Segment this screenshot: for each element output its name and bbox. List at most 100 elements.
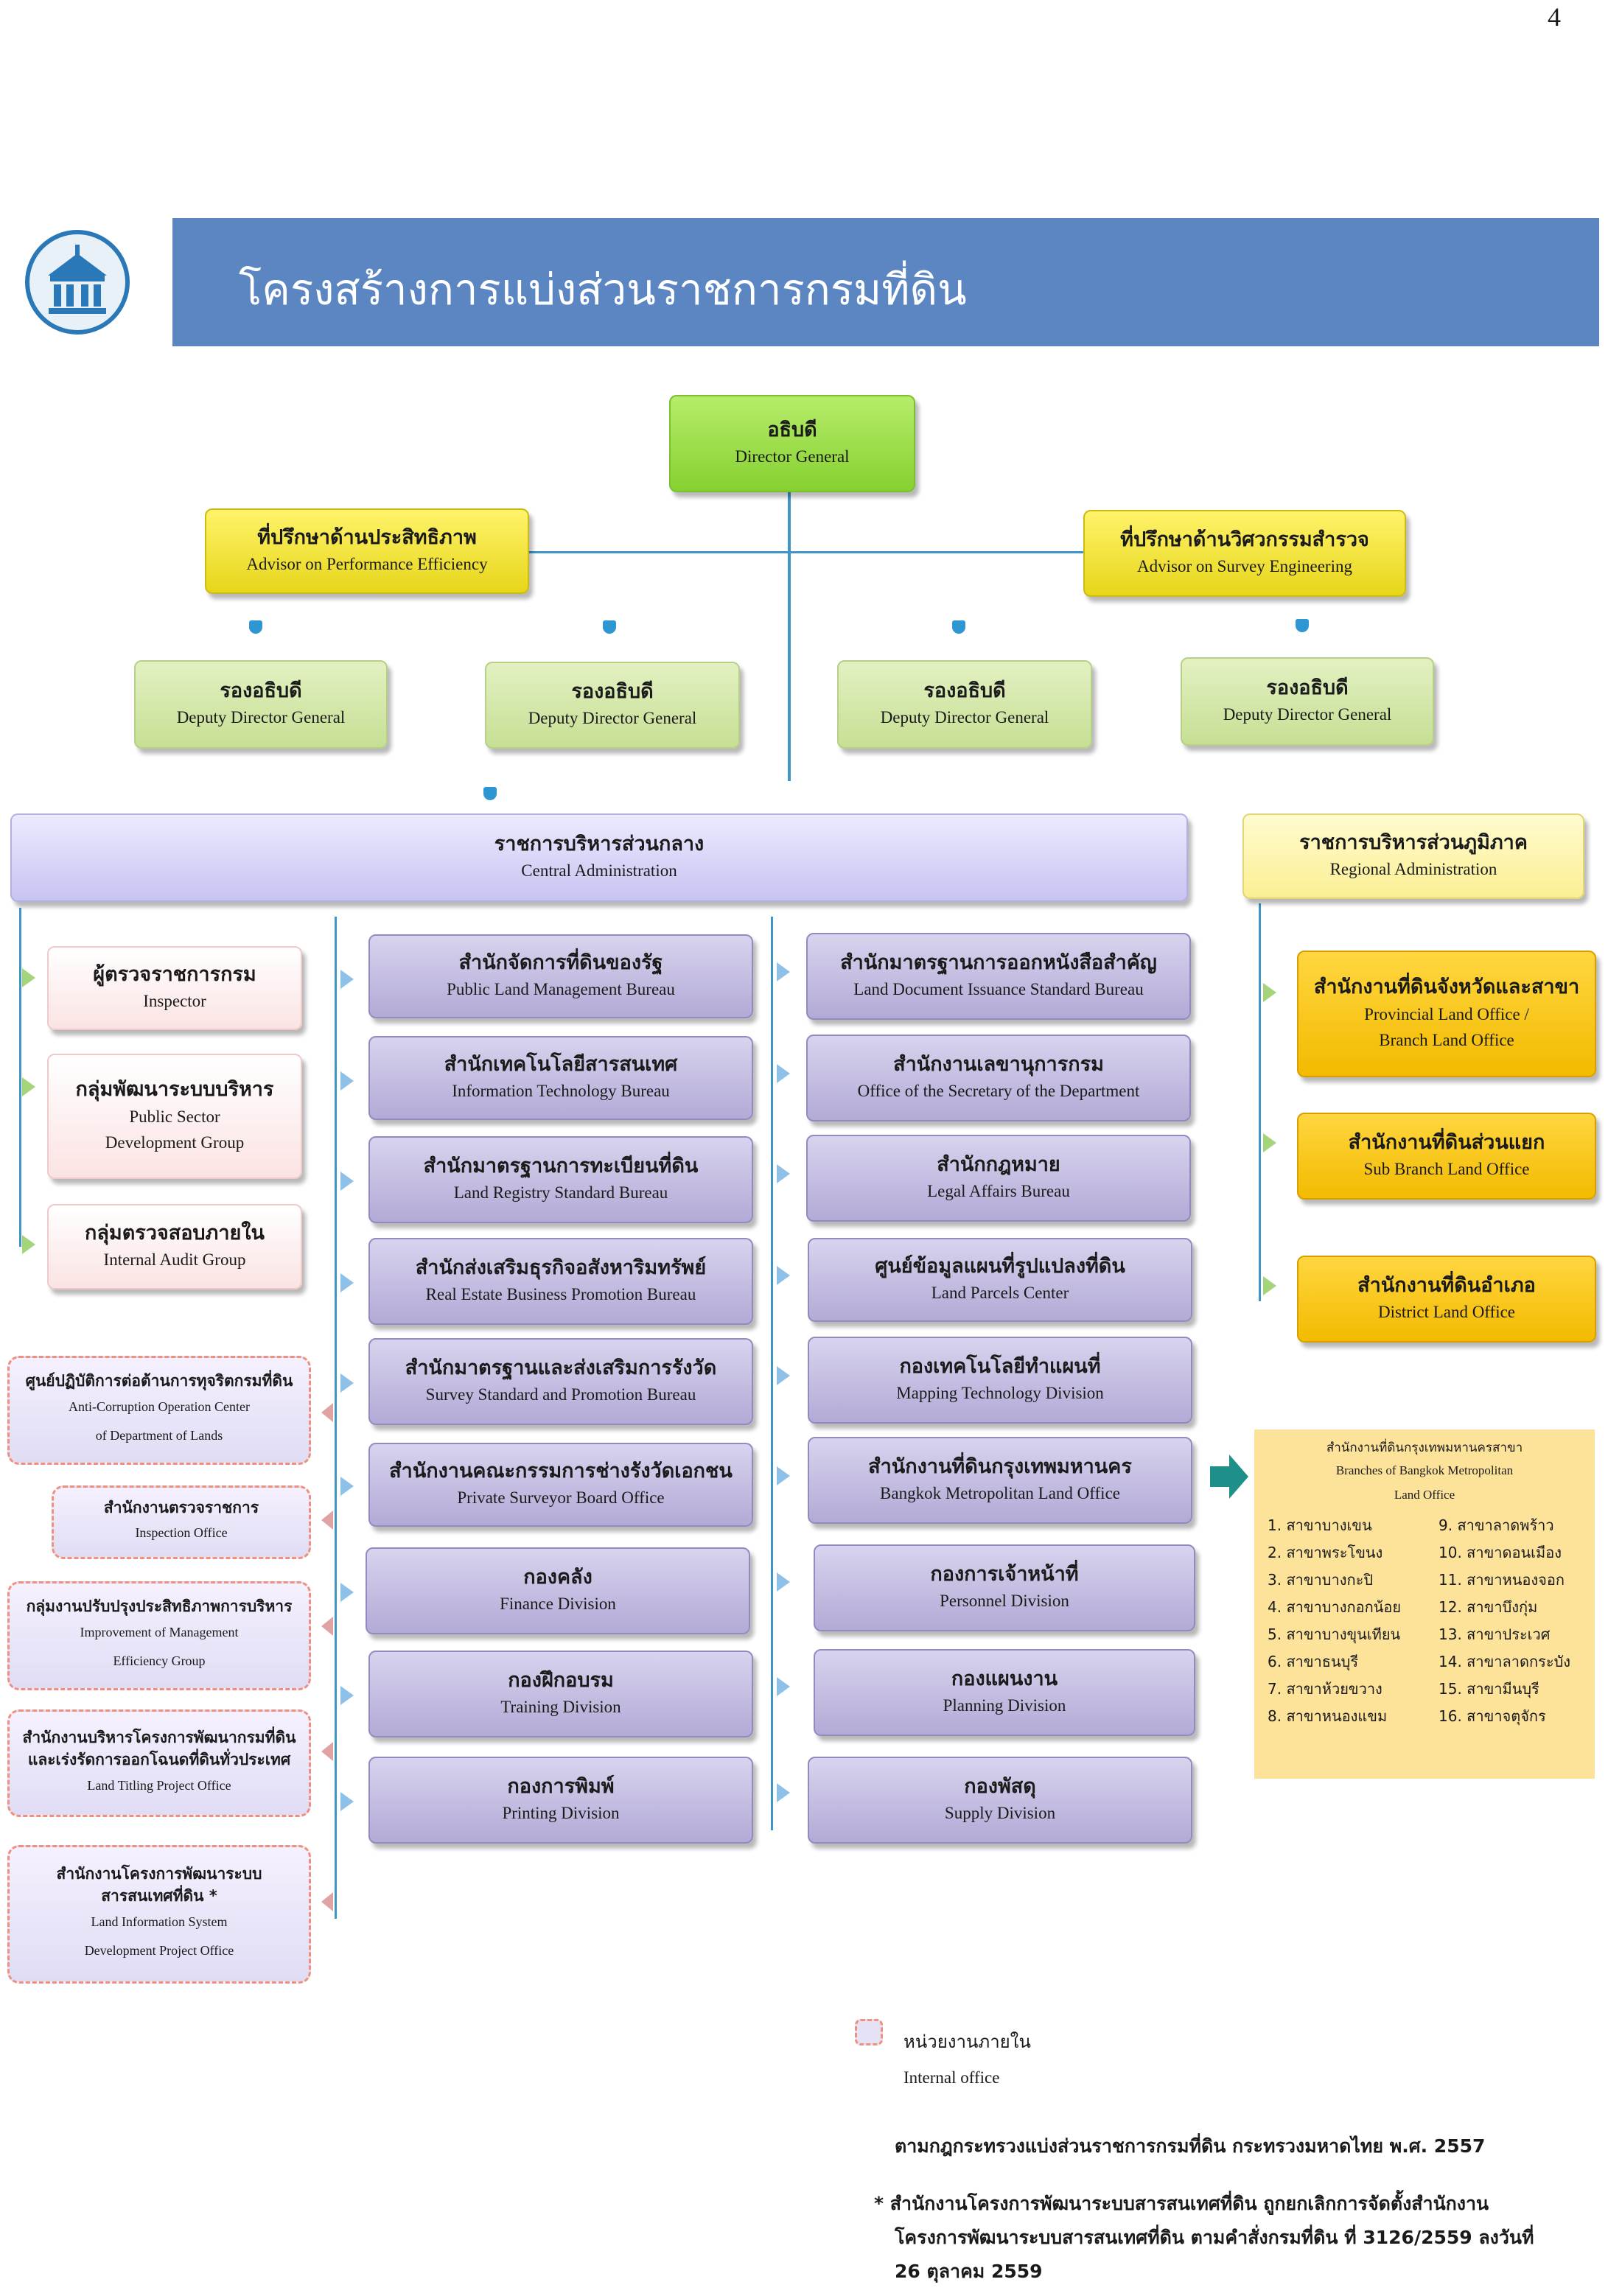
legend-swatch: [855, 2019, 883, 2045]
provincial-land-office-en1: Provincial Land Office /: [1364, 1004, 1529, 1023]
survey-standard-box: สำนักมาตรฐานและส่งเสริมการรังวัด Survey …: [368, 1338, 753, 1425]
footnote-line-2: โครงการพัฒนาระบบสารสนเทศที่ดิน ตามคำสั่ง…: [895, 2227, 1534, 2248]
land-document-issuance-box: สำนักมาตรฐานการออกหนังสือสำคัญ Land Docu…: [806, 933, 1191, 1020]
land-titling-project-th1: สำนักงานบริหารโครงการพัฒนากรมที่ดิน: [22, 1728, 296, 1746]
deputy-director-box: รองอธิบดี Deputy Director General: [837, 660, 1092, 749]
pointer-icon: [22, 1077, 35, 1096]
deputy-director-en: Deputy Director General: [176, 708, 346, 727]
pointer-icon: [22, 968, 35, 987]
land-information-system-th2: สารสนเทศที่ดิน *: [101, 1887, 217, 1905]
land-registry-standard-en: Land Registry Standard Bureau: [453, 1183, 668, 1203]
finance-division-box: กองคลัง Finance Division: [366, 1547, 750, 1634]
deputy-director-en: Deputy Director General: [528, 709, 697, 728]
internal-audit-box: กลุ่มตรวจสอบภายใน Internal Audit Group: [47, 1204, 302, 1289]
management-efficiency-th: กลุ่มงานปรับปรุงประสิทธิภาพการบริหาร: [26, 1597, 293, 1616]
list-item: 8. สาขาหนองแขม: [1268, 1707, 1388, 1725]
land-information-system-th1: สำนักงานโครงการพัฒนาระบบ: [56, 1864, 262, 1883]
inspection-office-th: สำนักงานตรวจราชการ: [103, 1498, 259, 1516]
legal-basis-note: ตามกฎกระทรวงแบ่งส่วนราชการกรมที่ดิน กระท…: [895, 2135, 1486, 2157]
connector-tab: [603, 620, 616, 634]
public-sector-development-box: กลุ่มพัฒนาระบบบริหาร Public Sector Devel…: [47, 1054, 302, 1179]
list-item: 6. สาขาธนบุรี: [1268, 1653, 1359, 1670]
central-administration-box: ราชการบริหารส่วนกลาง Central Administrat…: [10, 813, 1188, 902]
legend-en: Internal office: [903, 2068, 1000, 2087]
anti-corruption-center-th: ศูนย์ปฏิบัติการต่อต้านการทุจริตกรมที่ดิน: [25, 1372, 293, 1390]
list-item: 14. สาขาลาดกระบัง: [1439, 1653, 1571, 1670]
connector-tab: [952, 620, 965, 634]
page-title: โครงสร้างการแบ่งส่วนราชการกรมที่ดิน: [239, 265, 967, 315]
inspector-th: ผู้ตรวจราชการกรม: [93, 962, 256, 986]
training-division-th: กองฝึกอบรม: [508, 1668, 614, 1692]
management-efficiency-box: กลุ่มงานปรับปรุงประสิทธิภาพการบริหาร Imp…: [7, 1581, 311, 1690]
inspection-office-en: Inspection Office: [135, 1525, 228, 1541]
legal-affairs-en: Legal Affairs Bureau: [927, 1182, 1070, 1201]
land-document-issuance-en: Land Document Issuance Standard Bureau: [853, 980, 1144, 999]
printing-division-th: กองการพิมพ์: [507, 1774, 615, 1798]
management-efficiency-en1: Improvement of Management: [80, 1624, 239, 1639]
inspector-en: Inspector: [143, 992, 206, 1011]
pointer-icon: [22, 1235, 35, 1254]
district-land-office-th: สำนักงานที่ดินอำเภอ: [1357, 1273, 1536, 1297]
planning-division-th: กองแผนงาน: [951, 1667, 1058, 1690]
anti-corruption-center-box: ศูนย์ปฏิบัติการต่อต้านการทุจริตกรมที่ดิน…: [7, 1356, 311, 1465]
pointer-icon: [321, 1742, 333, 1761]
office-of-secretary-th: สำนักงานเลขานุการกรม: [893, 1052, 1104, 1076]
deputy-director-th: รองอธิบดี: [571, 679, 654, 703]
list-item: 2. สาขาพระโขนง: [1268, 1544, 1383, 1561]
pointer-icon: [340, 970, 354, 989]
director-general-en: Director General: [735, 447, 850, 466]
printing-division-en: Printing Division: [502, 1804, 620, 1823]
district-land-office-en: District Land Office: [1377, 1303, 1516, 1322]
pointer-icon: [340, 1172, 354, 1191]
advisor-survey-box: ที่ปรึกษาด้านวิศวกรรมสำรวจ Advisor on Su…: [1083, 510, 1406, 597]
land-registry-standard-box: สำนักมาตรฐานการทะเบียนที่ดิน Land Regist…: [368, 1136, 753, 1223]
provincial-land-office-th: สำนักงานที่ดินจังหวัดและสาขา: [1313, 976, 1580, 999]
regional-administration-th: ราชการบริหารส่วนภูมิภาค: [1299, 830, 1528, 854]
department-of-lands-logo-icon: [25, 230, 130, 335]
pointer-icon: [1263, 1276, 1276, 1295]
sub-branch-land-office-th: สำนักงานที่ดินส่วนแยก: [1348, 1130, 1545, 1154]
connector-line: [788, 492, 791, 781]
list-item: 3. สาขาบางกะปิ: [1268, 1571, 1374, 1589]
pointer-icon: [340, 1792, 354, 1811]
pointer-icon: [321, 1892, 333, 1911]
land-parcels-center-en: Land Parcels Center: [931, 1284, 1069, 1303]
deputy-director-box: รองอธิบดี Deputy Director General: [485, 662, 740, 749]
printing-division-box: กองการพิมพ์ Printing Division: [368, 1757, 753, 1844]
list-item: 12. สาขาบึงกุ่ม: [1439, 1598, 1538, 1616]
public-land-management-en: Public Land Management Bureau: [447, 980, 675, 999]
pointer-icon: [777, 1572, 790, 1592]
land-titling-project-box: สำนักงานบริหารโครงการพัฒนากรมที่ดิน และเ…: [7, 1709, 311, 1817]
list-item: 11. สาขาหนองจอก: [1439, 1571, 1565, 1589]
private-surveyor-board-en: Private Surveyor Board Office: [457, 1488, 665, 1508]
regional-administration-en: Regional Administration: [1329, 860, 1497, 879]
pointer-icon: [1263, 1133, 1276, 1152]
advisor-survey-en: Advisor on Survey Engineering: [1137, 557, 1352, 576]
land-titling-project-en: Land Titling Project Office: [87, 1777, 231, 1793]
pointer-icon: [777, 1366, 790, 1385]
land-document-issuance-th: สำนักมาตรฐานการออกหนังสือสำคัญ: [840, 951, 1157, 974]
anti-corruption-center-en1: Anti-Corruption Operation Center: [69, 1399, 250, 1414]
bangkok-branches-right-list: 9. สาขาลาดพร้าว 10. สาขาดอนเมือง 11. สาข…: [1439, 1512, 1593, 1730]
list-item: 5. สาขาบางขุนเทียน: [1268, 1625, 1401, 1643]
mapping-technology-th: กองเทคโนโลยีทำแผนที่: [899, 1354, 1101, 1378]
pointer-icon: [777, 1783, 790, 1802]
public-sector-development-th: กลุ่มพัฒนาระบบบริหาร: [75, 1078, 274, 1102]
deputy-director-th: รองอธิบดี: [923, 679, 1006, 702]
connector-line: [1259, 903, 1261, 1301]
sub-branch-land-office-en: Sub Branch Land Office: [1363, 1160, 1530, 1179]
private-surveyor-board-th: สำนักงานคณะกรรมการช่างรังวัดเอกชน: [389, 1459, 733, 1483]
regional-administration-box: ราชการบริหารส่วนภูมิภาค Regional Adminis…: [1242, 813, 1584, 899]
real-estate-promotion-en: Real Estate Business Promotion Bureau: [425, 1285, 696, 1304]
deputy-director-en: Deputy Director General: [880, 708, 1049, 727]
public-sector-development-en1: Public Sector: [129, 1107, 220, 1126]
survey-standard-th: สำนักมาตรฐานและส่งเสริมการรังวัด: [405, 1356, 717, 1379]
pointer-icon: [340, 1583, 354, 1602]
title-banner: โครงสร้างการแบ่งส่วนราชการกรมที่ดิน: [172, 218, 1599, 346]
connector-tab: [1296, 619, 1309, 632]
legal-affairs-th: สำนักกฎหมาย: [937, 1152, 1060, 1176]
pointer-icon: [777, 962, 790, 981]
pointer-icon: [340, 1477, 354, 1496]
public-land-management-th: สำนักจัดการที่ดินของรัฐ: [458, 951, 663, 974]
land-registry-standard-th: สำนักมาตรฐานการทะเบียนที่ดิน: [423, 1154, 699, 1177]
